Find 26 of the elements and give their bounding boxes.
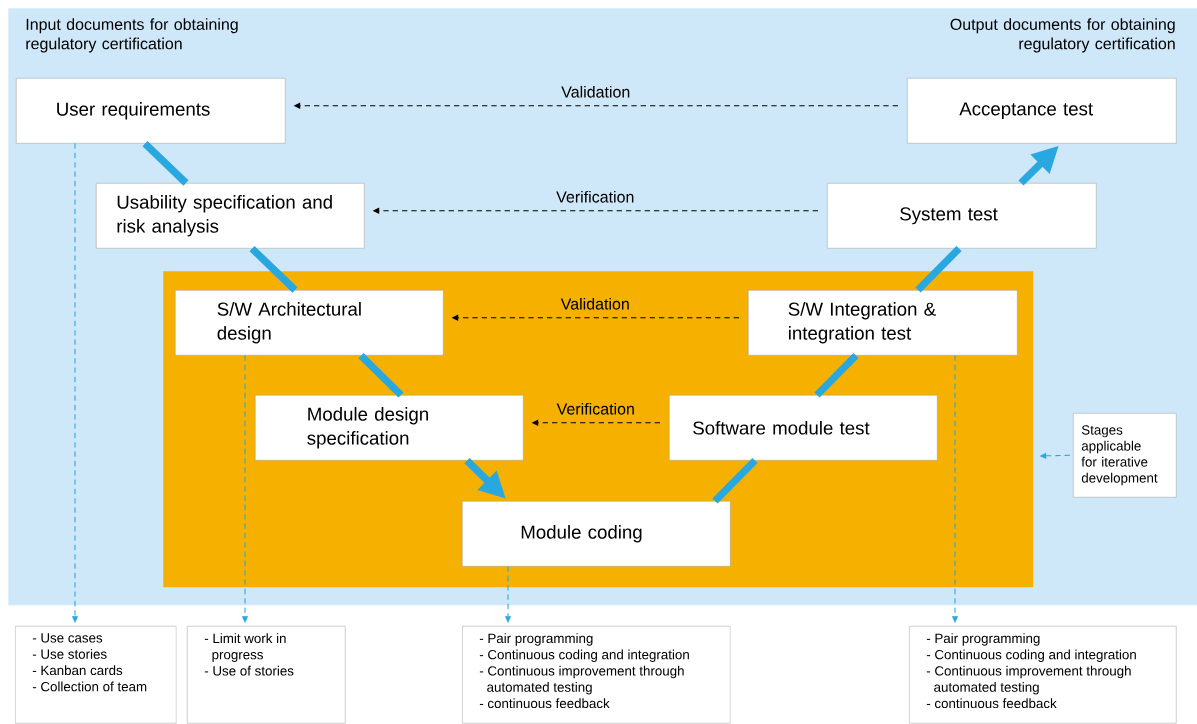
stage-box: System test (827, 183, 1097, 249)
panel-heading: Output documents for obtaining regulatory certification (950, 18, 1175, 53)
stage-box: Usability specification and risk analysis (96, 183, 365, 249)
stage-box: Module coding (462, 501, 731, 567)
practice-list-box: - Pair programming - Continuous coding and integration - Continuous improvement through automated testing - continuous feedback (909, 626, 1177, 724)
stage-box: Acceptance test (907, 78, 1177, 144)
edge-label: Verification (556, 190, 634, 203)
stage-box: Software module test (669, 395, 938, 461)
edge-label: Validation (561, 85, 630, 98)
stage-box: User requirements (16, 78, 286, 144)
stage-box: S/W Architectural design (175, 290, 444, 356)
panel-heading: Input documents for obtaining regulatory certification (26, 18, 238, 53)
edge-label: Verification (556, 402, 634, 415)
stage-box: Module design specification (255, 395, 524, 461)
edge-label: Validation (560, 297, 629, 310)
stage-box: S/W Integration & integration test (748, 290, 1018, 356)
v-model-line (915, 245, 962, 293)
v-model-line (712, 457, 758, 504)
practice-list-box: - Limit work in progress - Use of stories (187, 626, 346, 724)
v-model-line (249, 245, 298, 293)
v-model-line (142, 140, 189, 186)
practice-list-box: - Pair programming - Continuous coding and integration - Continuous improvement through automated testing - continuous feedback (462, 626, 731, 724)
v-model-line (814, 352, 859, 398)
v-model-line (358, 352, 404, 398)
note-box: Stages applicable for iterative development (1073, 413, 1177, 498)
practice-list-box: - Use cases - Use stories - Kanban cards - Collection of team (15, 626, 177, 724)
